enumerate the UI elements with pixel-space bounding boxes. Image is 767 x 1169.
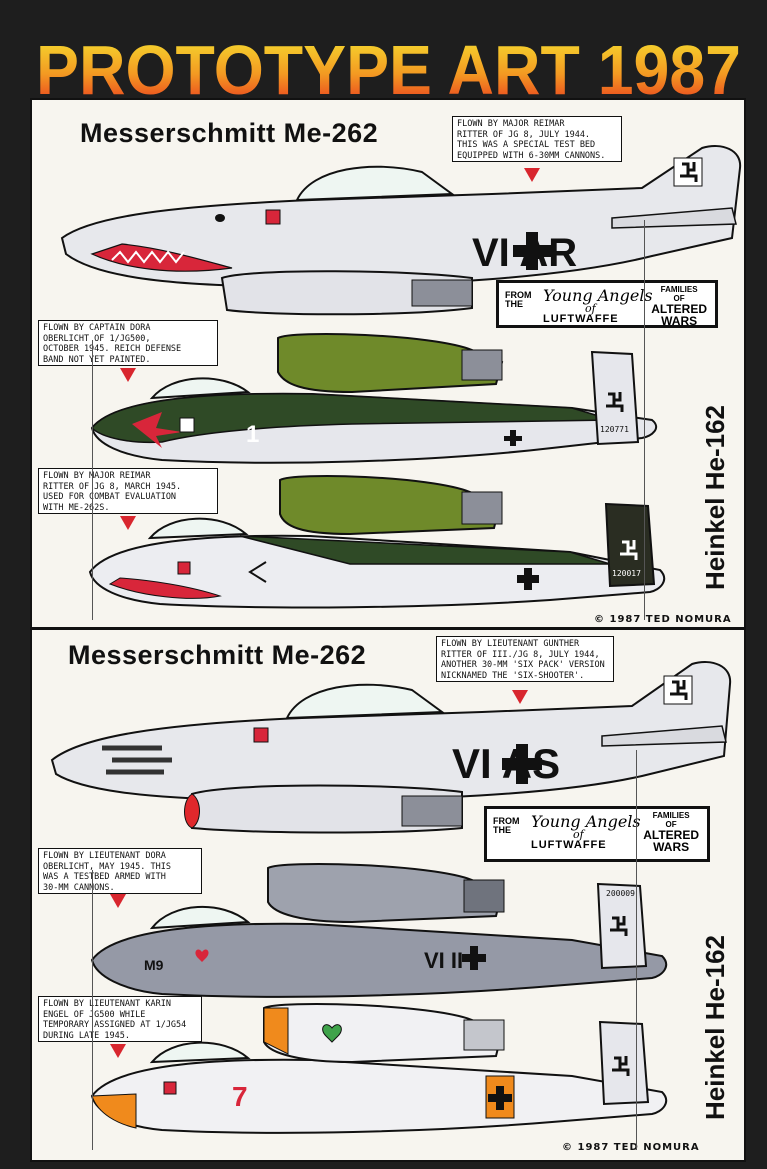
- svg-text:1: 1: [246, 421, 259, 448]
- plate-bottom: Messerschmitt Me-262 FLOWN BY LIEUTENANT…: [30, 628, 746, 1162]
- note-me262-as: FLOWN BY LIEUTENANT GUNTHER RITTER OF II…: [436, 636, 614, 682]
- arrow-icon: [524, 168, 540, 182]
- balkenkreuz-icon: [502, 744, 542, 784]
- arrow-icon: [110, 1044, 126, 1058]
- svg-text:VI II: VI II: [424, 948, 463, 973]
- svg-text:120017: 120017: [612, 569, 641, 578]
- he162-1-illustration: 120771 1: [90, 333, 658, 464]
- arrow-icon: [120, 368, 136, 382]
- svg-text:7: 7: [232, 1081, 248, 1112]
- cover-title-text: PROTOTYPE ART 1987: [36, 31, 741, 109]
- plate-heading: Messerschmitt Me-262: [80, 118, 379, 148]
- cover-title: PROTOTYPE ART 1987: [36, 31, 741, 109]
- svg-text:120771: 120771: [600, 425, 629, 434]
- arrow-icon: [120, 516, 136, 530]
- svg-text:M9: M9: [144, 957, 164, 973]
- panel-line: [92, 870, 93, 1150]
- he162-side-title: Heinkel He-162: [700, 405, 730, 590]
- plate-heading: Messerschmitt Me-262: [68, 640, 367, 670]
- he162-2-illustration: 120017: [88, 475, 666, 609]
- svg-text:200009: 200009: [606, 889, 635, 898]
- panel-line: [644, 220, 645, 620]
- arrow-icon: [512, 690, 528, 704]
- note-he162-1: FLOWN BY CAPTAIN DORA OBERLICHT OF 1/JG5…: [38, 320, 218, 366]
- arrow-icon: [110, 894, 126, 908]
- balkenkreuz-icon: [504, 430, 522, 446]
- he162-4-illustration: 7: [90, 1003, 668, 1134]
- he162-3-illustration: 200009 M9 VI II: [90, 863, 668, 998]
- note-me262-ar: FLOWN BY MAJOR REIMAR RITTER OF JG 8, JU…: [452, 116, 622, 162]
- balkenkreuz-icon: [462, 946, 486, 970]
- panel-line: [92, 340, 93, 620]
- balkenkreuz-icon: [517, 568, 539, 590]
- note-he162-4: FLOWN BY LIEUTENANT KARIN ENGEL OF JG500…: [38, 996, 202, 1042]
- note-he162-3: FLOWN BY LIEUTENANT DORA OBERLICHT, MAY …: [38, 848, 202, 894]
- young-angels-banner: FROM THE Young Angels of LUFTWAFFE FAMIL…: [484, 806, 710, 862]
- balkenkreuz-icon: [488, 1086, 512, 1110]
- he162-side-title: Heinkel He-162: [700, 935, 730, 1120]
- me262-ar-illustration: VI AR: [60, 145, 742, 316]
- young-angels-banner: FROM THE Young Angels of LUFTWAFFE FAMIL…: [496, 280, 718, 328]
- copyright: © 1987 TED NOMURA: [562, 1142, 700, 1153]
- panel-line: [636, 750, 637, 1150]
- copyright: © 1987 TED NOMURA: [594, 614, 732, 625]
- note-he162-2: FLOWN BY MAJOR REIMAR RITTER OF JG 8, MA…: [38, 468, 218, 514]
- me262-as-illustration: VI AS: [50, 661, 732, 834]
- balkenkreuz-icon: [513, 232, 551, 270]
- plate-top: Messerschmitt Me-262 FLOWN BY MAJOR REIM…: [30, 98, 746, 629]
